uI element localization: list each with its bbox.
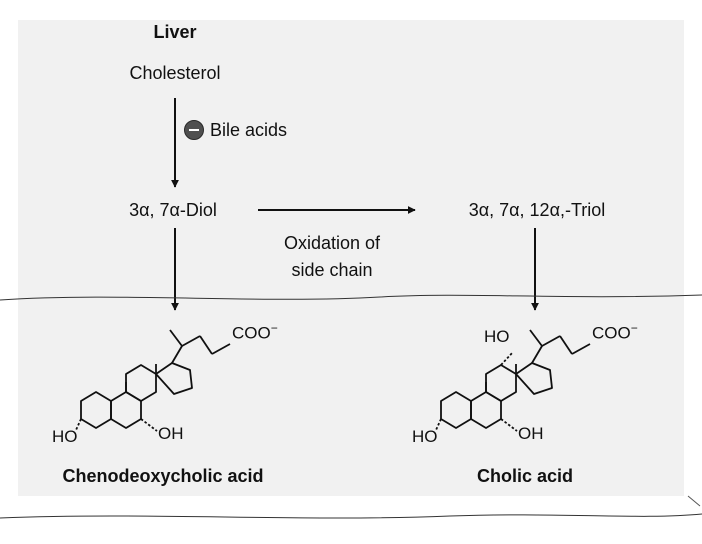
diagram-panel [18, 20, 684, 496]
right-ho-12: HO [484, 327, 510, 346]
left-oh-7: OH [158, 424, 184, 443]
cholic-acid-structure [435, 329, 591, 432]
side-chain-4 [211, 343, 231, 355]
side-chain-3 [199, 335, 213, 355]
chenodeoxycholic-acid-structure [75, 329, 231, 432]
side-chain-4 [571, 343, 591, 355]
ring-c [125, 364, 157, 402]
ring-a [440, 391, 472, 429]
right-carboxyl-text: COO [592, 323, 631, 343]
organ-label: Liver [153, 22, 197, 42]
side-chain-methyl [529, 329, 543, 347]
c3-bond [75, 418, 82, 431]
tear-line-lower [0, 513, 702, 519]
side-chain-2 [541, 335, 561, 347]
minus-circle-icon [184, 120, 204, 140]
c7-bond [500, 418, 518, 432]
right-oh-7: OH [518, 424, 544, 443]
tear-line-upper [0, 294, 702, 301]
left-carboxyl-label: COO− [232, 322, 278, 342]
node-triol: 3α, 7α, 12α,-Triol [468, 200, 606, 220]
left-ho-3: HO [52, 427, 78, 446]
ring-d [515, 362, 553, 395]
node-diol: 3α, 7α-Diol [129, 200, 217, 220]
ring-c [485, 364, 517, 402]
step-label-line1: Oxidation of [283, 233, 381, 253]
step-label-line2: side chain [291, 260, 373, 280]
side-chain-2 [181, 335, 201, 347]
c3-bond [435, 418, 442, 431]
inhibitor-label: Bile acids [210, 120, 288, 140]
tear-mark-right [687, 495, 701, 507]
ring-a [80, 391, 112, 429]
side-chain-1 [531, 345, 543, 364]
left-molecule-name: Chenodeoxycholic acid [62, 466, 264, 486]
right-carboxyl-label: COO− [592, 322, 638, 342]
left-carboxyl-text: COO [232, 323, 271, 343]
side-chain-1 [171, 345, 183, 364]
side-chain-methyl [169, 329, 183, 347]
ring-d [155, 362, 193, 395]
right-charge: − [630, 321, 638, 335]
right-molecule-name: Cholic acid [476, 466, 574, 486]
node-cholesterol: Cholesterol [129, 63, 221, 83]
side-chain-3 [559, 335, 573, 355]
c12-bond [500, 351, 514, 366]
c7-bond [140, 418, 158, 432]
right-ho-3: HO [412, 427, 438, 446]
left-charge: − [270, 321, 278, 335]
